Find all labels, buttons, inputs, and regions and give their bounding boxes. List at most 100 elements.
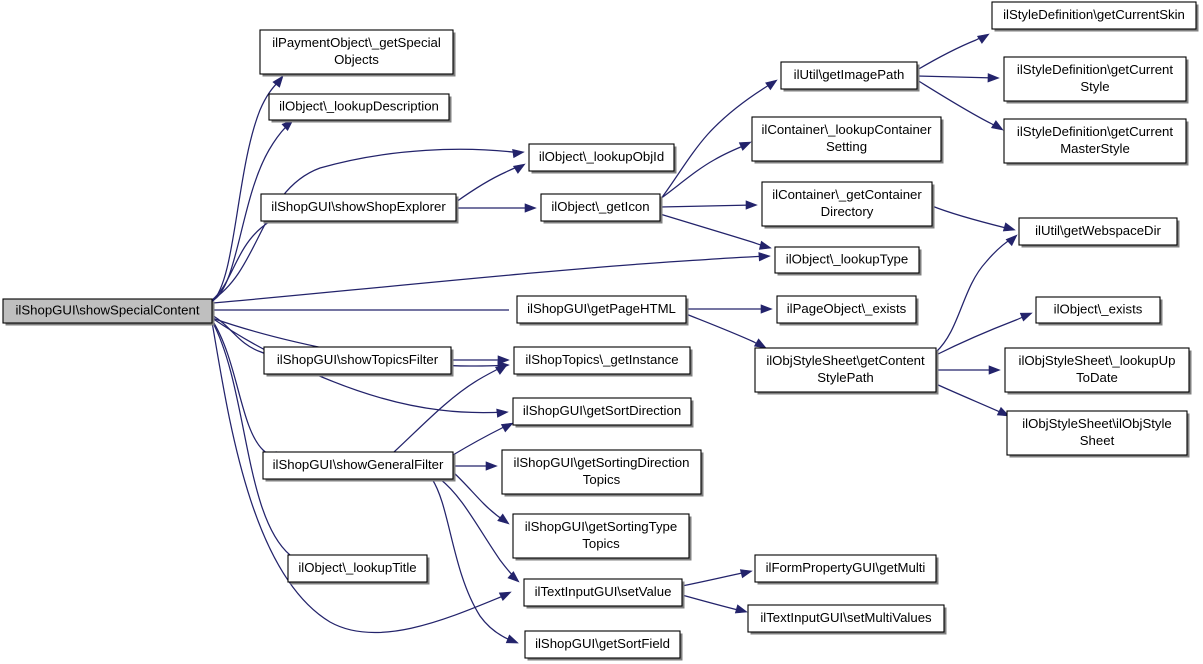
node-label: ilObject\_lookupType [786, 251, 908, 266]
graph-node[interactable]: ilObject\_lookupObjId [528, 143, 677, 174]
graph-node[interactable]: ilFormPropertyGUI\getMulti [754, 554, 939, 585]
node-box[interactable] [1003, 118, 1187, 164]
call-edge [931, 205, 1013, 231]
node-box[interactable] [1003, 56, 1187, 102]
graph-node[interactable]: ilUtil\getWebspaceDir [1018, 217, 1180, 248]
graph-node[interactable]: ilTextInputGUI\setValue [523, 578, 685, 609]
node-box[interactable] [513, 346, 691, 375]
node-box[interactable] [259, 29, 454, 75]
node-box[interactable] [1018, 217, 1178, 246]
edge-arrowhead [505, 634, 519, 644]
edge-arrowhead [512, 163, 526, 174]
node-box[interactable] [528, 143, 675, 172]
graph-node[interactable]: ilObject\_lookupTitle [287, 554, 430, 585]
node-label: Setting [826, 139, 867, 154]
node-box[interactable] [501, 449, 702, 495]
node-label: ilUtil\getImagePath [794, 67, 905, 82]
node-box[interactable] [540, 193, 661, 222]
edge-arrowhead [272, 75, 284, 88]
graph-node[interactable]: ilShopGUI\showShopExplorer [260, 193, 459, 224]
node-box[interactable] [523, 578, 683, 607]
node-box[interactable] [754, 347, 937, 393]
node-label: ilShopGUI\getPageHTML [527, 301, 676, 316]
graph-node[interactable]: ilTextInputGUI\setMultiValues [747, 604, 947, 635]
node-label: ilShopGUI\getSortDirection [523, 403, 681, 418]
node-box[interactable] [754, 554, 937, 583]
node-box[interactable] [780, 61, 918, 90]
graph-node[interactable]: ilUtil\getImagePath [780, 61, 920, 92]
edge-arrowhead [507, 571, 520, 583]
node-box[interactable] [512, 397, 692, 426]
node-box[interactable] [516, 295, 687, 324]
edge-arrowhead [497, 355, 510, 365]
node-box[interactable] [287, 554, 428, 583]
edge-arrowhead [734, 604, 748, 614]
call-edge [211, 319, 281, 461]
edge-arrowhead [976, 33, 990, 44]
node-box[interactable] [263, 346, 452, 375]
node-label: MasterStyle [1060, 141, 1130, 156]
edge-arrowhead [753, 338, 767, 349]
node-box[interactable] [991, 1, 1197, 30]
node-label: ilObject\_lookupTitle [298, 560, 416, 575]
graph-node[interactable]: ilShopGUI\showGeneralFilter [262, 451, 456, 482]
edge-arrowhead [760, 304, 773, 314]
graph-node[interactable]: ilShopGUI\getSortField [524, 630, 683, 661]
node-box[interactable] [751, 116, 942, 162]
call-edge [935, 236, 1015, 353]
node-box[interactable] [1006, 410, 1188, 456]
node-box[interactable] [747, 604, 945, 633]
call-edge [211, 317, 506, 414]
graph-node[interactable]: ilObject\_lookupType [774, 246, 922, 276]
node-label: ilTextInputGUI\setMultiValues [760, 610, 932, 625]
graph-node[interactable]: ilPageObject\_exists [776, 295, 919, 326]
graph-node[interactable]: ilObject\_lookupDescription [268, 93, 452, 123]
node-box[interactable] [774, 246, 920, 274]
node-box[interactable] [524, 630, 681, 659]
node-box[interactable] [1004, 347, 1190, 393]
edge-arrowhead [765, 79, 778, 91]
call-edge [659, 143, 749, 200]
edge-arrowhead [512, 148, 525, 159]
graph-node[interactable]: ilObject\_exists [1035, 296, 1163, 326]
node-label: ilUtil\getWebspaceDir [1035, 223, 1161, 238]
edge-arrowhead [485, 461, 498, 471]
node-label: ilObject\_exists [1054, 301, 1143, 316]
edge-arrowhead [739, 569, 753, 579]
graph-node[interactable]: ilStyleDefinition\getCurrentSkin [991, 1, 1199, 32]
edge-arrowhead [758, 252, 771, 262]
node-box[interactable] [512, 513, 690, 559]
call-edge [681, 570, 750, 587]
graph-node[interactable]: ilShopTopics\_getInstance [513, 346, 693, 377]
node-box[interactable] [262, 451, 454, 480]
node-box[interactable] [1035, 296, 1161, 324]
node-label: ilShopGUI\getSortingDirection [514, 455, 690, 470]
node-box[interactable] [776, 295, 917, 324]
node-box[interactable] [268, 93, 450, 121]
node-box[interactable] [260, 193, 457, 222]
graph-node[interactable]: ilShopGUI\getSortDirection [512, 397, 694, 428]
graph-node[interactable]: ilObject\_getIcon [540, 193, 663, 224]
node-label: ilShopGUI\showTopicsFilter [277, 352, 439, 367]
graph-node[interactable]: ilObjStyleSheet\ilObjStyleSheet [1006, 410, 1190, 458]
call-edge [916, 75, 997, 79]
root-node-box[interactable] [2, 298, 213, 324]
graph-node[interactable]: ilShopGUI\getPageHTML [516, 295, 689, 326]
node-box[interactable] [761, 181, 933, 227]
graph-node[interactable]: ilShopGUI\showTopicsFilter [263, 346, 454, 377]
node-label: ToDate [1076, 370, 1118, 385]
edge-arrowhead [497, 513, 510, 525]
graph-node[interactable]: ilShopGUI\showSpecialContent [2, 298, 215, 326]
node-label: ilTextInputGUI\setValue [535, 584, 672, 599]
